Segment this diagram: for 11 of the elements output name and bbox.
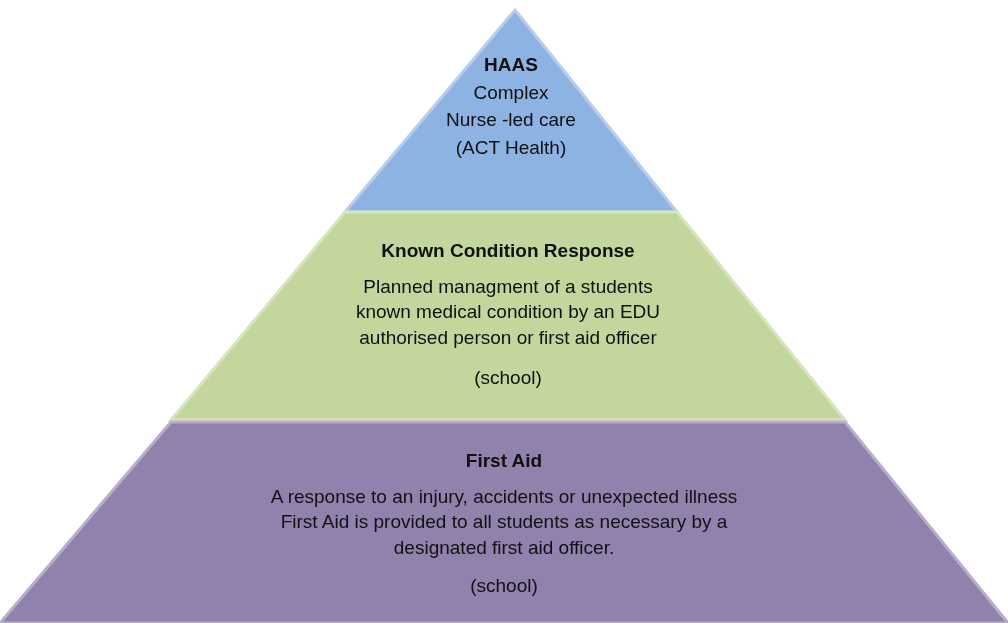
tier-heading: HAAS <box>484 53 538 77</box>
tier-text: Nurse -led care <box>446 108 576 133</box>
tier-description: First Aid is provided to all students as necessary by a designated first aid officer. <box>279 510 729 560</box>
tier-description: (school) <box>470 573 538 598</box>
tier-heading: Known Condition Response <box>381 239 635 263</box>
tier-description: Planned managment of a students known medical condition by an EDU authorised person or first aid officer <box>354 274 662 350</box>
tier-text: (ACT Health) <box>455 135 567 160</box>
tier-description: A response to an injury, accidents or unexpected illness <box>270 484 738 509</box>
tier-description: (school) <box>474 365 542 390</box>
tier-text: Complex <box>473 80 549 105</box>
tier-heading: First Aid <box>465 449 543 473</box>
